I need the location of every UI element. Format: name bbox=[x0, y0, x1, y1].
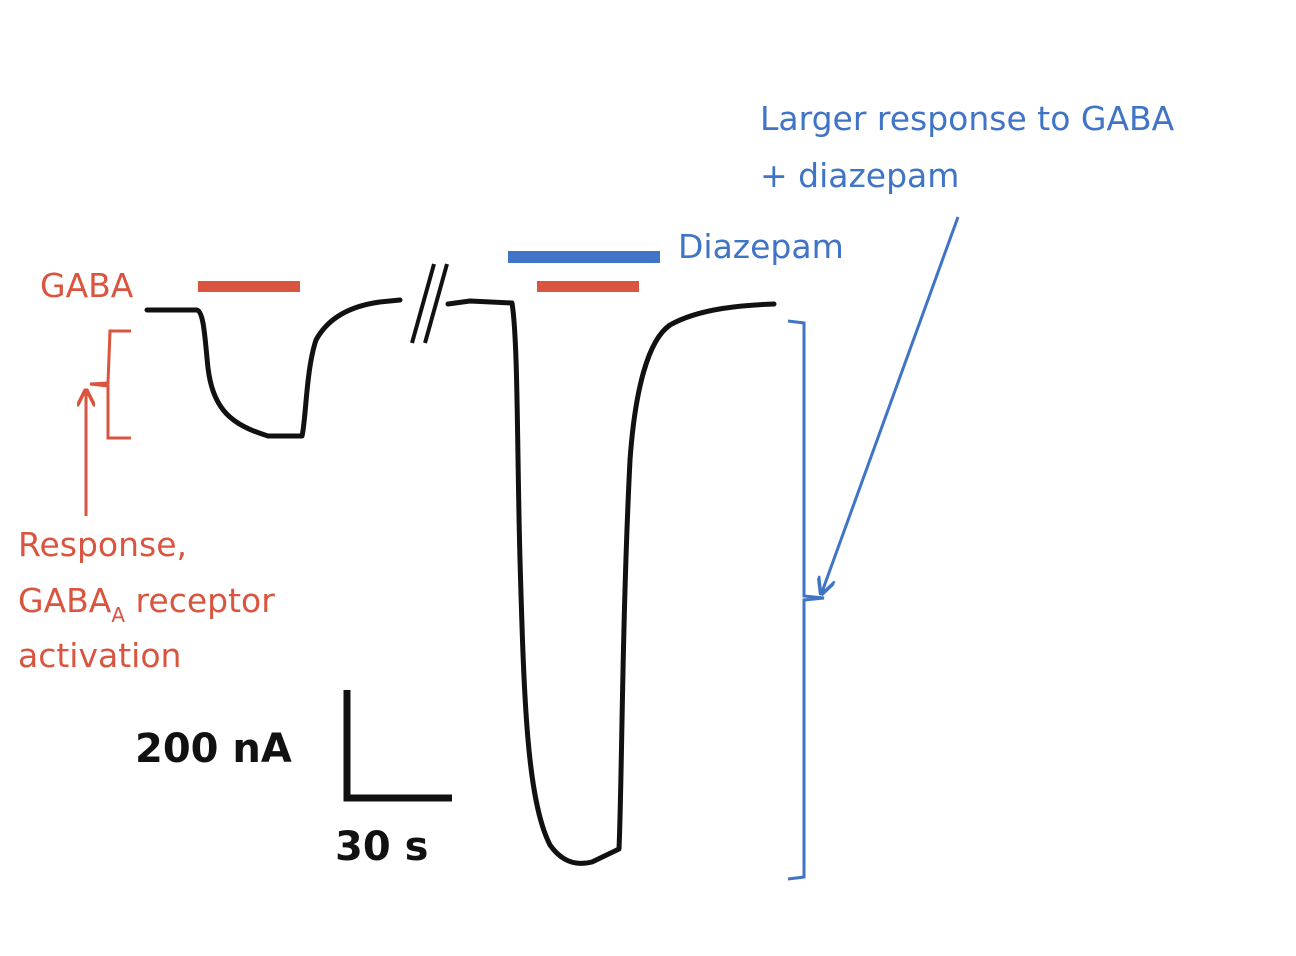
diazepam-label: Diazepam bbox=[678, 227, 844, 266]
scale-bar-time-label: 30 s bbox=[335, 824, 428, 870]
current-trace-gaba-control bbox=[144, 297, 403, 439]
control-response-bracket bbox=[89, 329, 131, 440]
larger-response-label-line1: Larger response to GABA bbox=[760, 99, 1175, 138]
gaba-application-bar-control bbox=[198, 281, 300, 292]
scale-bar bbox=[343, 690, 452, 802]
response-label-line1: Response, bbox=[18, 525, 187, 564]
scale-bar-current-label: 200 nA bbox=[135, 726, 292, 772]
enhanced-response-bracket bbox=[787, 319, 825, 881]
gaba-application-bar-with-diazepam bbox=[537, 281, 639, 292]
larger-response-label-line2: + diazepam bbox=[760, 156, 959, 195]
trace-break-mark-2 bbox=[423, 263, 449, 344]
diazepam-application-bar bbox=[508, 251, 660, 263]
gaba-label: GABA bbox=[40, 266, 134, 305]
current-trace-gaba-diazepam bbox=[445, 298, 777, 866]
response-label-line2: GABAA receptor bbox=[18, 581, 275, 627]
trace-break-mark bbox=[410, 263, 436, 344]
enhanced-response-arrow bbox=[822, 216, 960, 592]
response-label-line3: activation bbox=[18, 636, 181, 675]
